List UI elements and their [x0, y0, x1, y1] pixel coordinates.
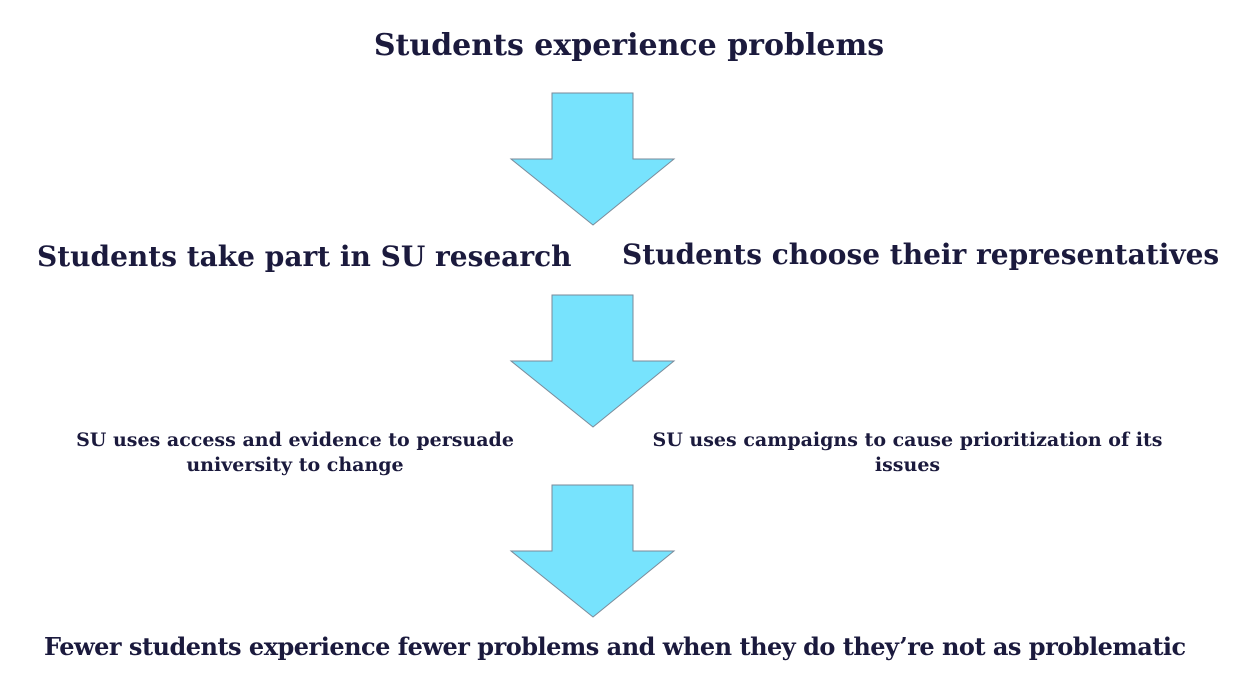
outcome: Fewer students experience fewer problems… — [44, 632, 1186, 661]
step-persuade: SU uses access and evidence to persuade … — [76, 429, 514, 476]
step-research: Students take part in SU research — [37, 240, 572, 273]
title: Students experience problems — [373, 28, 885, 63]
down-arrow-icon — [509, 484, 676, 618]
down-arrow-icon — [509, 92, 676, 226]
step-representatives: Students choose their representatives — [622, 238, 1220, 271]
step-campaigns: SU uses campaigns to cause prioritizatio… — [652, 429, 1163, 476]
down-arrow-icon — [509, 294, 676, 428]
